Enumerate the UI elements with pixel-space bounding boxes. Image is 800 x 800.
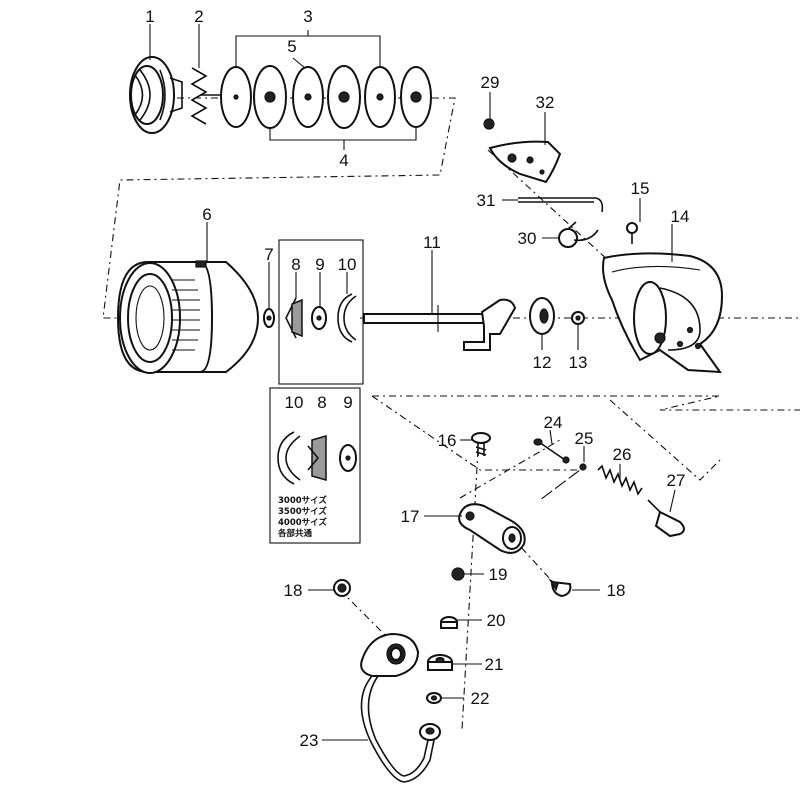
- part-8-clip: [285, 297, 303, 339]
- label-32: 32: [536, 93, 555, 112]
- part-15-screw: [626, 222, 638, 244]
- label-7: 7: [264, 245, 273, 264]
- label-10: 10: [338, 255, 357, 274]
- leader-lines: [149, 24, 676, 741]
- part-7-washer: [263, 308, 275, 328]
- label-21: 21: [485, 655, 504, 674]
- label-30: 30: [518, 229, 537, 248]
- label-6: 6: [202, 205, 211, 224]
- inset-note: 3000サイズ 3500サイズ 4000サイズ 各部共通: [277, 495, 327, 539]
- label-16: 16: [438, 431, 457, 450]
- label-8: 8: [291, 255, 300, 274]
- part-19-nut: [451, 567, 465, 581]
- part-20-collar: [440, 616, 458, 629]
- label-25: 25: [575, 429, 594, 448]
- part-23-bail: [360, 632, 441, 783]
- label-24: 24: [544, 413, 563, 432]
- label-31: 31: [477, 191, 496, 210]
- part-29-screw: [483, 118, 495, 130]
- part-13-nut: [571, 311, 585, 325]
- inset-note-line-4: 各部共通: [277, 528, 313, 539]
- label-15: 15: [631, 179, 650, 198]
- label-29: 29: [481, 73, 500, 92]
- inset-label-8: 8: [317, 393, 326, 412]
- part-31-bail-wire: [518, 197, 604, 213]
- label-9: 9: [315, 255, 324, 274]
- part-22-washer: [426, 692, 442, 704]
- part-24-pin: [533, 438, 570, 464]
- part-32-bail-arm-cover: [488, 140, 562, 184]
- parts-3-5-drag-washers: [220, 65, 432, 129]
- label-22: 22: [471, 689, 490, 708]
- part-16-screw: [471, 432, 491, 456]
- label-19: 19: [489, 565, 508, 584]
- label-27: 27: [667, 471, 686, 490]
- part-11-main-shaft: [363, 298, 517, 351]
- label-1: 1: [145, 7, 154, 26]
- label-14: 14: [671, 207, 690, 226]
- part-14-reel-body: [602, 252, 724, 374]
- label-5: 5: [287, 37, 296, 56]
- part-1-drag-knob: [129, 56, 183, 134]
- part-17-bail-arm: [458, 503, 526, 554]
- label-12: 12: [533, 353, 552, 372]
- part-labels: 1 2 3 5 4 6 7 8 9 10 11 12 13 14 15 16 1…: [145, 7, 689, 750]
- bracket-lines-3-4: [235, 30, 417, 150]
- subassembly-box: [278, 239, 364, 385]
- part-9-washer: [311, 306, 327, 330]
- inset-label-10: 10: [285, 393, 304, 412]
- part-30-spring: [558, 221, 599, 248]
- part-25-bead: [579, 463, 587, 471]
- part-6-spool: [116, 260, 260, 374]
- label-23: 23: [300, 731, 319, 750]
- part-12-bushing: [529, 297, 555, 335]
- label-4: 4: [339, 151, 348, 170]
- label-17: 17: [401, 507, 420, 526]
- inset-label-9: 9: [343, 393, 352, 412]
- part-10-spring: [337, 293, 357, 343]
- inset-note-line-1: 3000サイズ: [278, 495, 327, 506]
- inset-alt-sizes: [269, 387, 361, 544]
- part-18-screw-left: [333, 579, 351, 597]
- part-18-screw-right: [548, 578, 572, 598]
- inset-note-line-3: 4000サイズ: [278, 517, 327, 528]
- label-2: 2: [194, 7, 203, 26]
- assembly-lines: [102, 97, 800, 731]
- label-18-left: 18: [284, 581, 303, 600]
- label-18-right: 18: [607, 581, 626, 600]
- part-21-roller: [427, 654, 453, 671]
- part-2-spring-clip: [190, 67, 222, 125]
- part-27-plunger: [647, 499, 685, 538]
- label-3: 3: [303, 7, 312, 26]
- label-13: 13: [569, 353, 588, 372]
- label-26: 26: [613, 445, 632, 464]
- label-11: 11: [423, 233, 441, 252]
- inset-note-line-2: 3500サイズ: [278, 506, 327, 517]
- label-20: 20: [487, 611, 506, 630]
